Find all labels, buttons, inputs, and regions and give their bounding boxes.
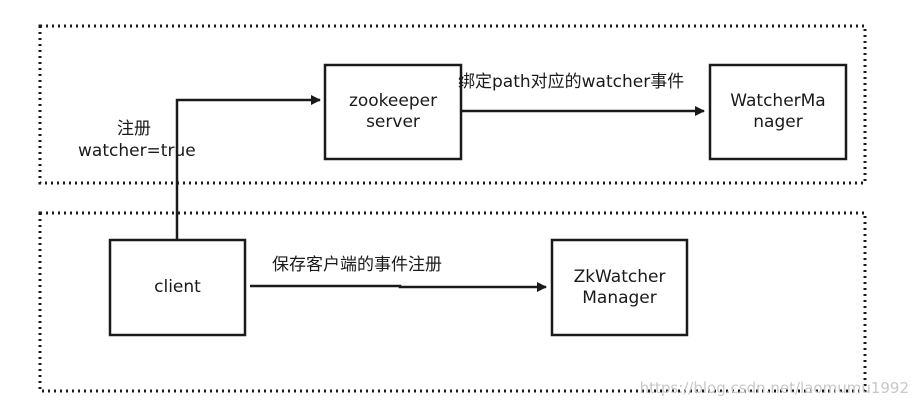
zookeeper-server-line2: server	[366, 112, 420, 132]
client-line1: client	[154, 277, 201, 297]
register-label-line2: watcher=true	[78, 141, 196, 161]
zookeeper-server-box[interactable]	[323, 63, 463, 161]
client-node: client	[110, 240, 245, 335]
zk-watcher-manager-box[interactable]	[550, 238, 689, 337]
zk-watcher-manager-node: ZkWatcher Manager	[552, 240, 687, 335]
bind-path-label: 绑定path对应的watcher事件	[458, 72, 685, 92]
client-box[interactable]	[108, 238, 247, 337]
zk-watcher-manager-line2: Manager	[582, 287, 657, 308]
register-label-line1: 注册	[117, 119, 151, 139]
server-region-border	[38, 24, 867, 185]
zookeeper-server-line1: zookeeper	[348, 91, 438, 111]
save-client-arrow	[250, 282, 547, 292]
register-arrow	[175, 95, 321, 240]
zookeeper-server-node: zookeeper server	[325, 65, 461, 159]
zk-watcher-manager-line1: ZkWatcher	[573, 266, 666, 287]
save-client-label: 保存客户端的事件注册	[272, 255, 442, 275]
watcher-manager-box[interactable]	[708, 63, 848, 161]
watcher-manager-line1: WatcherMa	[730, 91, 826, 111]
watcher-manager-line2: nager	[753, 112, 803, 132]
client-region-border	[38, 211, 867, 393]
watcher-manager-node: WatcherMa nager	[710, 65, 846, 159]
watermark-text: https://blog.csdn.net/laomumu1992	[639, 379, 909, 397]
